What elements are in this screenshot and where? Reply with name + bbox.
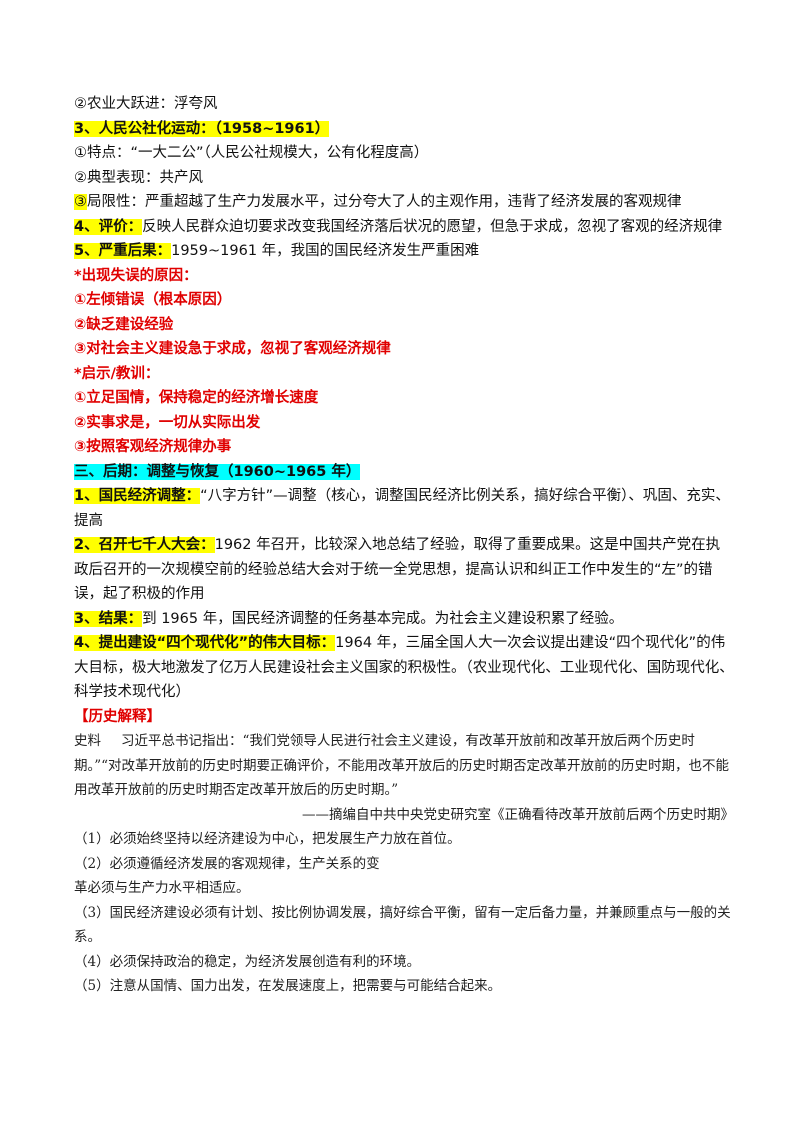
paragraph: 3、结果：到 1965 年，国民经济调整的任务基本完成。为社会主义建设积累了经验…: [74, 607, 734, 632]
text-line: ②典型表现：共产风: [74, 169, 203, 186]
list-item: （1）必须始终坚持以经济建设为中心，把发展生产力放在首位。: [74, 831, 461, 847]
paragraph: 2、召开七千人大会：1962 年召开，比较深入地总结了经验，取得了重要成果。这是…: [74, 533, 734, 607]
text-line: ③局限性：严重超越了生产力发展水平，过分夸大了人的主观作用，违背了经济发展的客观…: [74, 190, 734, 215]
highlight-marker: ③: [74, 194, 87, 210]
red-text-line: ②实事求是，一切从实际出发: [74, 414, 261, 431]
red-text-line: ①左倾错误（根本原因）: [74, 292, 232, 308]
highlighted-heading: 5、严重后果：: [74, 243, 172, 259]
highlighted-heading: 4、评价：: [74, 218, 143, 235]
text-span: 1959~1961 年，我国的国民经济发生严重困难: [171, 243, 480, 259]
highlighted-heading: 3、结果：: [74, 610, 143, 627]
highlighted-heading: 4、提出建设“四个现代化”的伟大目标：: [74, 635, 336, 651]
list-item-continuation: 革必须与生产力水平相适应。: [74, 880, 250, 896]
text-line: 4、评价：反映人民群众迫切要求改变我国经济落后状况的愿望，但急于求成，忽视了客观…: [74, 215, 734, 240]
cyan-section-title: 三、后期：调整与恢复（1960~1965 年）: [74, 463, 361, 480]
citation: ——摘编自中共中央党史研究室《正确看待改革开放前后两个历史时期》: [302, 806, 734, 823]
paragraph: 4、提出建设“四个现代化”的伟大目标：1964 年，三届全国人大一次会议提出建设…: [74, 631, 734, 705]
red-text-line: ②缺乏建设经验: [74, 316, 174, 333]
text-span: “八字方针”—调整（核心，调整国民经济比例关系，搞好综合平衡）、巩固、充实、提高: [74, 488, 730, 529]
red-heading: *出现失误的原因：: [74, 267, 198, 284]
history-section-title: 【历史解释】: [74, 708, 161, 725]
history-source-quote: 史料习近平总书记指出：“我们党领导人民进行社会主义建设，有改革开放前和改革开放后…: [74, 729, 734, 803]
paragraph: 1、国民经济调整：“八字方针”—调整（核心，调整国民经济比例关系，搞好综合平衡）…: [74, 484, 734, 533]
text-span: 1964 年，三届全国人大一次会议提出建设“四个现代化”的伟大目标，极大地激发了…: [74, 635, 734, 700]
red-text-line: ③按照客观经济规律办事: [74, 439, 232, 455]
text-span: 局限性：严重超越了生产力发展水平，过分夸大了人的主观作用，违背了经济发展的客观规…: [87, 194, 682, 210]
source-label: 史料: [74, 733, 101, 749]
document-page: ②农业大跃进：浮夸风 3、人民公社化运动：（1958~1961） ①特点：“一大…: [74, 92, 734, 999]
section-heading: 三、后期：调整与恢复（1960~1965 年）: [74, 460, 734, 485]
text-span: 1962 年召开，比较深入地总结了经验，取得了重要成果。这是中国共产党在执政后召…: [74, 537, 721, 602]
highlighted-heading: 1、国民经济调整：: [74, 488, 201, 504]
text-line: 5、严重后果：1959~1961 年，我国的国民经济发生严重困难: [74, 239, 734, 264]
text-span: 到 1965 年，国民经济调整的任务基本完成。为社会主义建设积累了经验。: [142, 610, 624, 627]
list-item: （4）必须保持政治的稳定，为经济发展创造有利的环境。: [74, 953, 421, 970]
list-item: （5）注意从国情、国力出发，在发展速度上，把需要与可能结合起来。: [74, 978, 502, 994]
text-line: ①特点：“一大二公”（人民公社规模大，公有化程度高）: [74, 145, 429, 161]
quote-text: 习近平总书记指出：“我们党领导人民进行社会主义建设，有改革开放前和改革开放后两个…: [74, 733, 730, 798]
highlighted-heading: 2、召开七千人大会：: [74, 537, 215, 553]
red-heading: *启示/教训：: [74, 365, 160, 382]
red-text-line: ①立足国情，保持稳定的经济增长速度: [74, 390, 319, 406]
red-text-line: ③对社会主义建设急于求成，忽视了客观经济规律: [74, 341, 391, 357]
list-item: （3）国民经济建设必须有计划、按比例协调发展，搞好综合平衡，留有一定后备力量，并…: [74, 904, 731, 946]
highlighted-heading: 3、人民公社化运动：（1958~1961）: [74, 120, 330, 137]
list-item: （2）必须遵循经济发展的客观规律，生产关系的变: [74, 855, 380, 872]
text-span: 反映人民群众迫切要求改变我国经济落后状况的愿望，但急于求成，忽视了客观的经济规律: [142, 218, 723, 235]
section-heading: 3、人民公社化运动：（1958~1961）: [74, 117, 734, 142]
text-line: ②农业大跃进：浮夸风: [74, 96, 218, 112]
